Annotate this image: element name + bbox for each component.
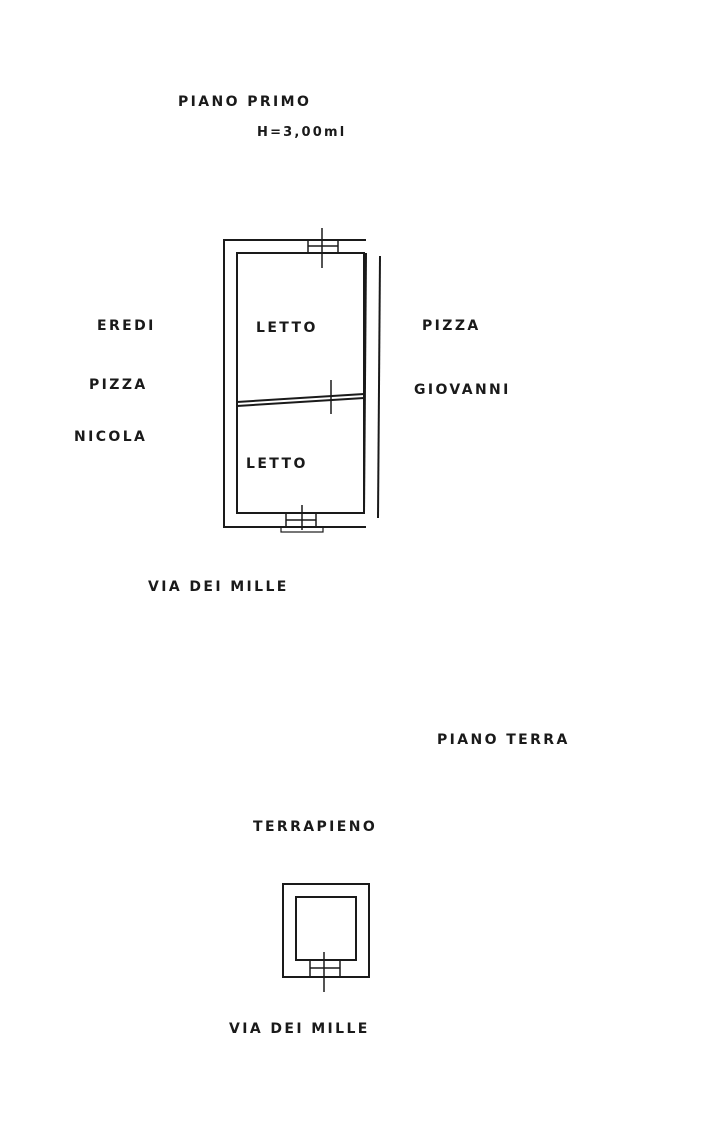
room-label-upper: LETTO: [256, 320, 318, 336]
ground-floor-street-label: VIA DEI MILLE: [229, 1021, 370, 1037]
ground-floor-plan: [282, 883, 370, 992]
first-floor-street-label: VIA DEI MILLE: [148, 579, 289, 595]
first-floor-east-wall-inner: [363, 252, 367, 514]
west-neighbor-line-2: PIZZA: [89, 377, 148, 393]
first-floor-partition: [236, 393, 365, 403]
room-label-lower: LETTO: [246, 456, 308, 472]
east-neighbor-line-2: GIOVANNI: [414, 382, 511, 398]
first-floor-south-window: [280, 505, 324, 533]
first-floor-title: PIANO PRIMO: [178, 94, 312, 110]
ground-floor-inner-wall: [295, 896, 357, 961]
first-floor-height-note: H=3,00ml: [257, 125, 347, 140]
first-floor-inner-wall: [236, 252, 365, 514]
first-floor-outer-wall: [223, 239, 366, 528]
ground-floor-south-window: [309, 952, 341, 992]
first-floor-north-window: [307, 228, 339, 268]
ground-floor-outer-wall: [282, 883, 370, 978]
west-neighbor-line-1: EREDI: [97, 318, 156, 334]
east-neighbor-line-1: PIZZA: [422, 318, 481, 334]
first-floor-east-wall-outer: [377, 255, 381, 519]
first-floor-partition-2: [236, 397, 365, 407]
first-floor-plan: [223, 228, 381, 533]
ground-floor-title: PIANO TERRA: [437, 732, 570, 748]
west-neighbor-line-3: NICOLA: [74, 429, 148, 445]
ground-floor-north-label: TERRAPIENO: [253, 819, 378, 835]
